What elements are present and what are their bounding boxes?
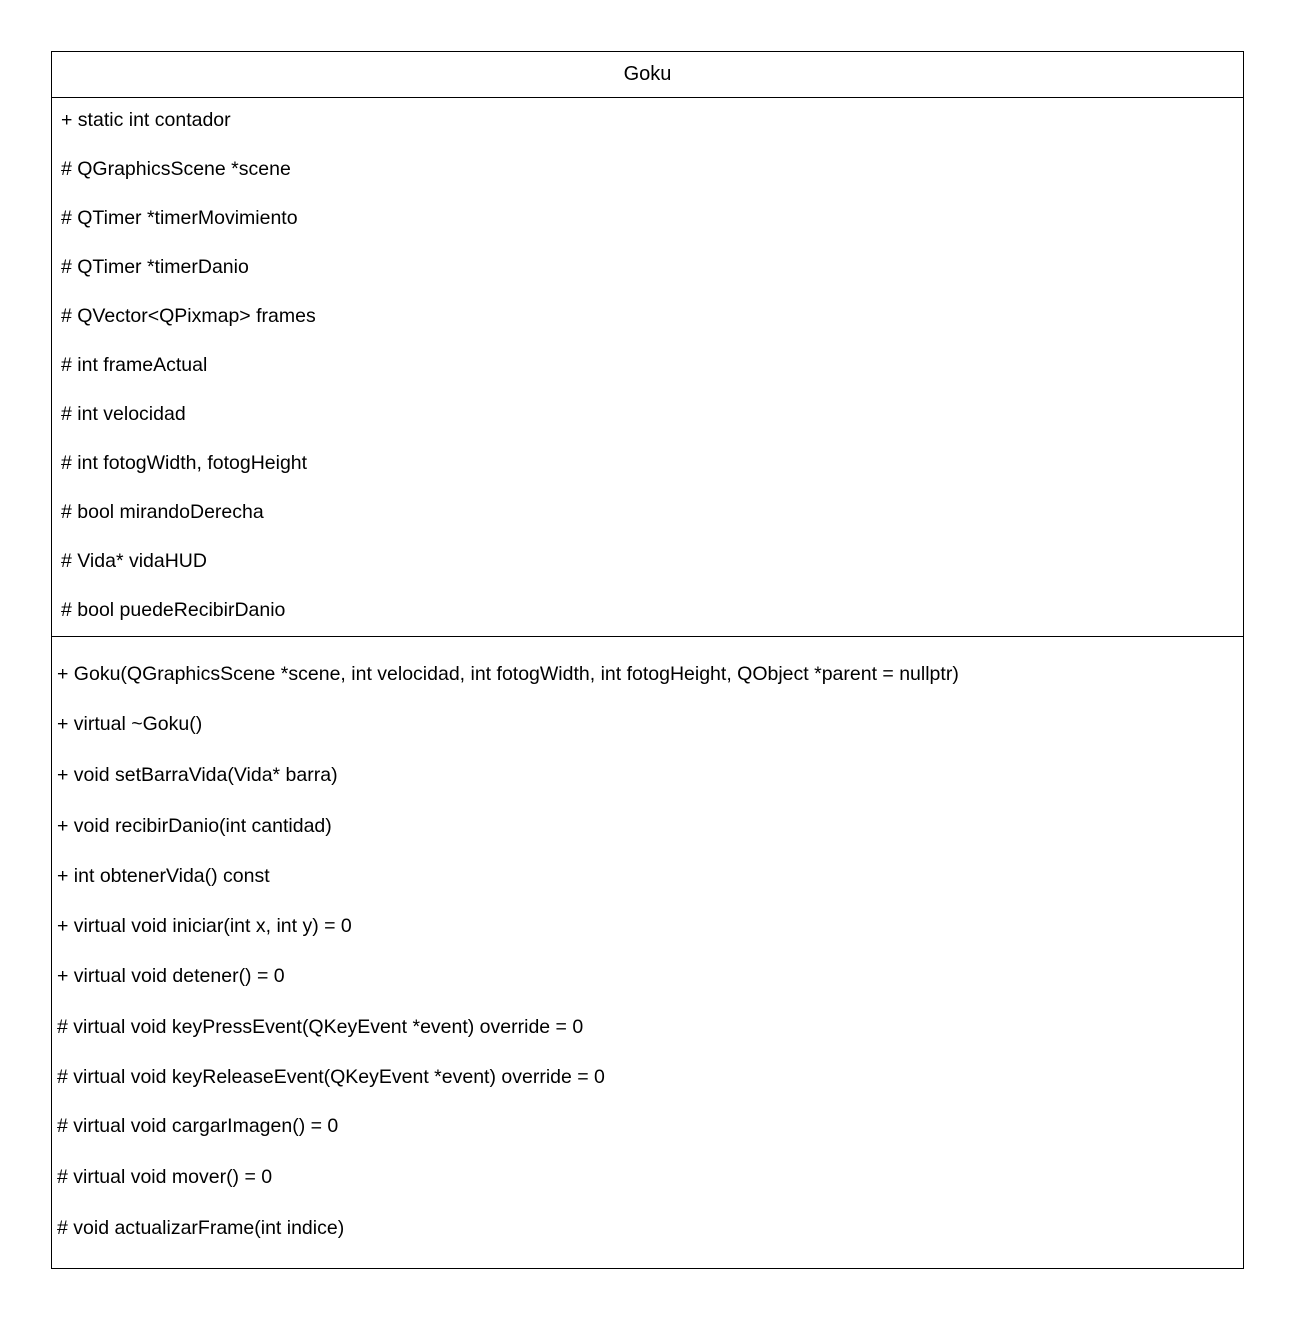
method-item: + virtual void iniciar(int x, int y) = 0 [57,915,352,937]
method-item: + void setBarraVida(Vida* barra) [57,764,338,786]
method-item: + int obtenerVida() const [57,865,270,887]
attribute-item: + static int contador [61,109,231,131]
attribute-item: # bool puedeRecibirDanio [61,599,286,621]
attribute-item: # int fotogWidth, fotogHeight [61,452,308,474]
uml-class-box[interactable]: Goku + static int contador # QGraphicsSc… [51,51,1244,1269]
class-name-label: Goku [623,63,672,85]
method-item: # virtual void cargarImagen() = 0 [57,1115,339,1137]
method-item: # virtual void keyReleaseEvent(QKeyEvent… [57,1066,605,1088]
attribute-item: # QTimer *timerDanio [61,256,249,278]
method-item: # virtual void keyPressEvent(QKeyEvent *… [57,1016,584,1038]
attributes-compartment: + static int contador # QGraphicsScene *… [52,98,1243,637]
method-item: + void recibirDanio(int cantidad) [57,815,332,837]
class-name: Goku [52,52,1243,98]
method-item: + virtual ~Goku() [57,713,203,735]
attribute-item: # int frameActual [61,354,208,376]
attribute-item: # Vida* vidaHUD [61,550,207,572]
attribute-item: # QTimer *timerMovimiento [61,207,298,229]
attribute-item: # bool mirandoDerecha [61,501,264,523]
method-item: + Goku(QGraphicsScene *scene, int veloci… [57,663,959,685]
attribute-item: # QGraphicsScene *scene [61,158,291,180]
method-item: + virtual void detener() = 0 [57,965,285,987]
methods-compartment: + Goku(QGraphicsScene *scene, int veloci… [52,637,1243,1269]
attribute-item: # int velocidad [61,403,186,425]
method-item: # virtual void mover() = 0 [57,1166,273,1188]
method-item: # void actualizarFrame(int indice) [57,1217,345,1239]
attribute-item: # QVector<QPixmap> frames [61,305,316,327]
